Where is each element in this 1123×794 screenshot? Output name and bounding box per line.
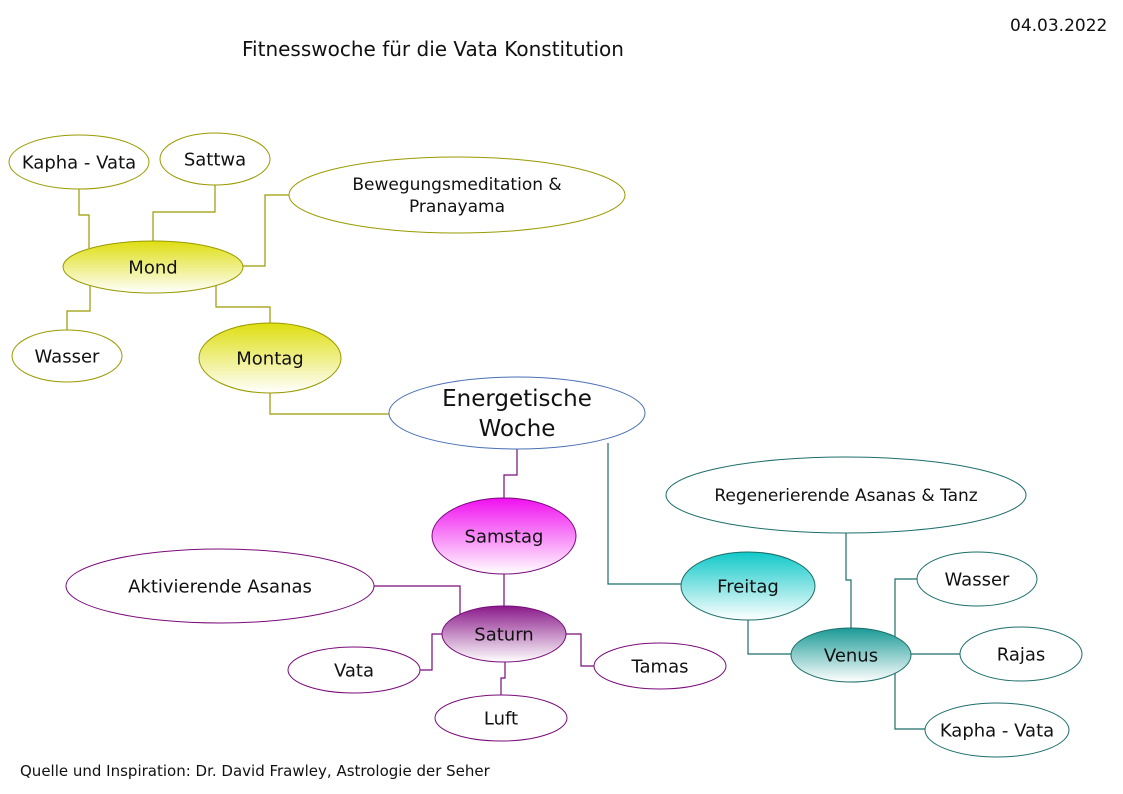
- node-label: Freitag: [717, 576, 779, 597]
- connector-saturn-tamas: [566, 633, 594, 667]
- connector-mond-montag: [215, 285, 271, 323]
- node-label: Aktivierende Asanas: [128, 576, 312, 597]
- node-venus[interactable]: Venus: [790, 627, 912, 683]
- node-saturn-vata[interactable]: Vata: [287, 646, 421, 694]
- node-label: Vata: [334, 660, 374, 681]
- page-title: Fitnesswoche für die Vata Konstitution: [242, 37, 624, 61]
- node-ellipse: [790, 627, 912, 683]
- connector-freitag-venus: [747, 620, 791, 655]
- node-ellipse: [593, 642, 727, 690]
- connector-saturn-aktiv: [374, 585, 461, 614]
- node-label: Venus: [824, 645, 878, 666]
- connector-mond-sattwa: [152, 185, 216, 241]
- node-mond-kapha[interactable]: Kapha - Vata: [8, 134, 150, 190]
- node-label: Montag: [236, 348, 303, 369]
- node-ellipse: [65, 548, 375, 624]
- connector-center-samstag: [503, 449, 518, 498]
- node-label: Energetische: [442, 386, 592, 412]
- node-label: Kapha - Vata: [940, 720, 1054, 741]
- node-label: Wasser: [35, 346, 101, 367]
- node-freitag[interactable]: Freitag: [680, 551, 816, 621]
- node-ellipse: [159, 132, 271, 186]
- node-venus-regen[interactable]: Regenerierende Asanas & Tanz: [665, 456, 1027, 534]
- node-label: Tamas: [631, 656, 689, 677]
- node-venus-kapha[interactable]: Kapha - Vata: [924, 702, 1070, 758]
- connector-montag-center: [269, 393, 389, 415]
- node-ellipse: [431, 497, 577, 575]
- node-samstag[interactable]: Samstag: [431, 497, 577, 575]
- node-mond[interactable]: Mond: [62, 240, 244, 294]
- node-ellipse: [434, 694, 568, 742]
- node-saturn-tamas[interactable]: Tamas: [593, 642, 727, 690]
- connector-venus-kapha: [894, 670, 925, 730]
- node-ellipse: [665, 456, 1027, 534]
- node-mond-sattwa[interactable]: Sattwa: [159, 132, 271, 186]
- connector-mond-bewegung: [243, 194, 289, 267]
- connector-saturn-luft: [500, 662, 506, 695]
- node-label: Rajas: [997, 644, 1046, 665]
- node-ellipse: [287, 646, 421, 694]
- source-note: Quelle und Inspiration: Dr. David Frawle…: [20, 762, 490, 780]
- node-label: Bewegungsmeditation &: [352, 175, 561, 195]
- connector-center-freitag: [607, 443, 681, 585]
- node-ellipse: [288, 156, 626, 234]
- node-label: Mond: [128, 257, 177, 278]
- node-venus-rajas[interactable]: Rajas: [959, 626, 1083, 682]
- node-label: Woche: [479, 416, 556, 442]
- node-ellipse: [198, 322, 342, 394]
- node-saturn-aktiv[interactable]: Aktivierende Asanas: [65, 548, 375, 624]
- node-saturn[interactable]: Saturn: [441, 605, 567, 663]
- node-ellipse: [11, 329, 123, 383]
- connector-mond-wasser: [66, 285, 91, 330]
- node-ellipse: [8, 134, 150, 190]
- node-label: Pranayama: [409, 197, 505, 217]
- date-label: 04.03.2022: [1010, 16, 1108, 36]
- node-mond-wasser[interactable]: Wasser: [11, 329, 123, 383]
- node-venus-wasser[interactable]: Wasser: [916, 551, 1038, 607]
- connector-mond-kapha: [78, 189, 90, 248]
- node-label: Samstag: [465, 526, 544, 547]
- node-ellipse: [680, 551, 816, 621]
- node-ellipse: [924, 702, 1070, 758]
- node-label: Kapha - Vata: [22, 152, 136, 173]
- node-montag[interactable]: Montag: [198, 322, 342, 394]
- node-label: Luft: [484, 708, 518, 729]
- node-mond-bewegung[interactable]: Bewegungsmeditation &Pranayama: [288, 156, 626, 234]
- node-ellipse: [62, 240, 244, 294]
- node-label: Sattwa: [184, 149, 246, 170]
- connector-regen-venus: [845, 533, 852, 628]
- node-saturn-luft[interactable]: Luft: [434, 694, 568, 742]
- connector-venus-wasser: [894, 578, 917, 640]
- node-ellipse: [441, 605, 567, 663]
- connector-saturn-vata: [420, 633, 442, 671]
- node-label: Regenerierende Asanas & Tanz: [714, 486, 977, 506]
- node-ellipse: [388, 376, 646, 450]
- node-label: Wasser: [945, 569, 1011, 590]
- node-ellipse: [959, 626, 1083, 682]
- node-label: Saturn: [474, 624, 533, 645]
- node-ellipse: [916, 551, 1038, 607]
